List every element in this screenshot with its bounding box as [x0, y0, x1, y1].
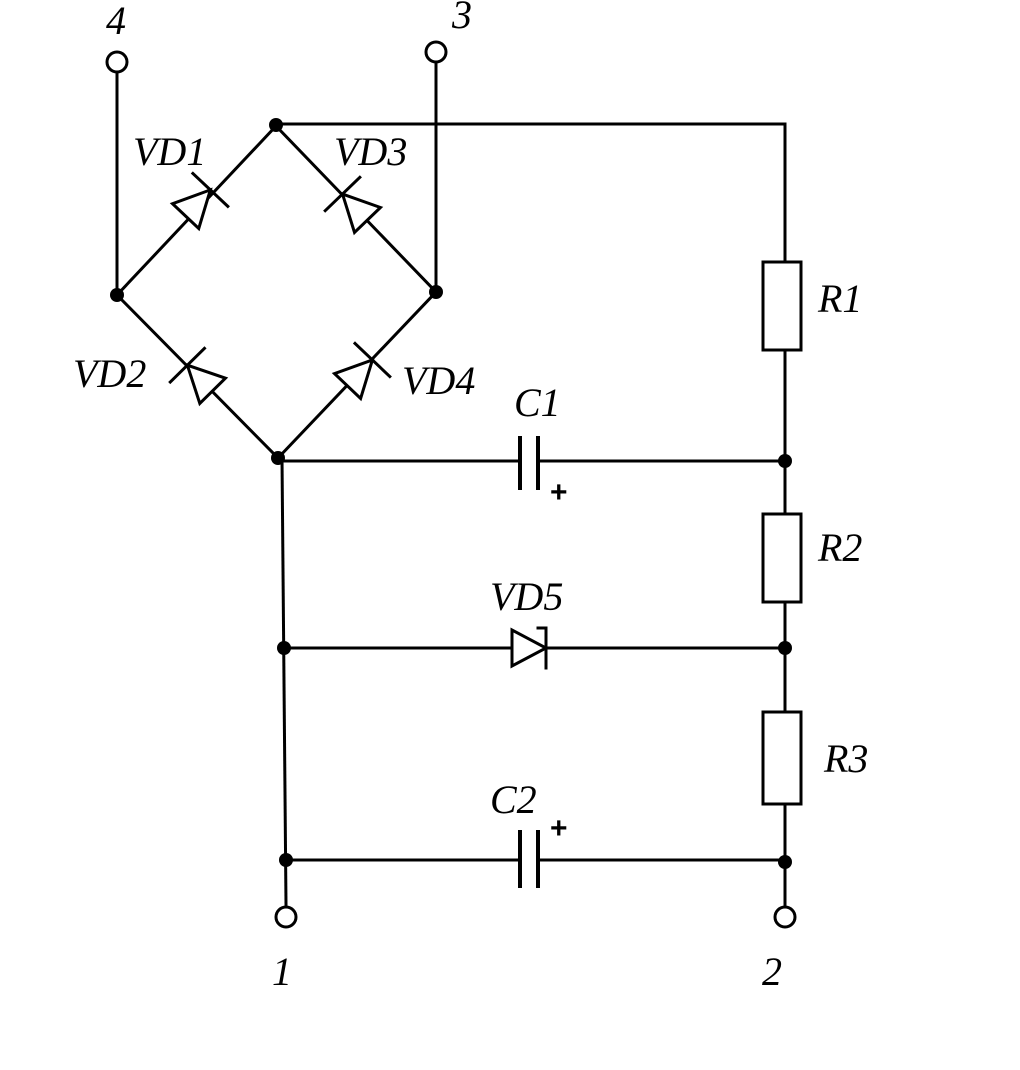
diode-vd1 — [169, 171, 230, 232]
vd5-label: VD5 — [490, 574, 563, 619]
vd1-label: VD1 — [133, 129, 206, 174]
resistor-r1 — [761, 260, 803, 352]
diode-vd2 — [168, 346, 229, 407]
capacitor-c2 — [518, 830, 540, 888]
terminal-3 — [424, 40, 448, 64]
c1-label: C1 — [514, 380, 561, 425]
r2-label: R2 — [817, 525, 862, 570]
vd4-label: VD4 — [402, 358, 475, 403]
terminal-4 — [105, 50, 129, 74]
diode-vd4 — [331, 341, 392, 402]
terminal-1-label: 1 — [272, 949, 292, 994]
junction-nodes — [110, 118, 792, 869]
resistor-r3 — [761, 710, 803, 806]
r1-label: R1 — [817, 276, 862, 321]
terminal-1 — [274, 905, 298, 929]
terminal-2 — [773, 905, 797, 929]
wires — [114, 61, 787, 907]
vd3-label: VD3 — [334, 129, 407, 174]
c2-plus-sign: + — [550, 812, 568, 845]
terminal-3-label: 3 — [451, 0, 472, 37]
diode-vd3 — [323, 175, 384, 236]
c2-label: C2 — [490, 777, 537, 822]
c1-plus-sign: + — [550, 476, 568, 509]
terminal-2-label: 2 — [762, 949, 782, 994]
zener-diode-vd5 — [510, 626, 550, 670]
r3-label: R3 — [823, 736, 868, 781]
vd2-label: VD2 — [73, 351, 146, 396]
resistor-r2 — [761, 512, 803, 604]
capacitor-c1 — [518, 436, 540, 490]
terminal-4-label: 4 — [106, 0, 126, 43]
